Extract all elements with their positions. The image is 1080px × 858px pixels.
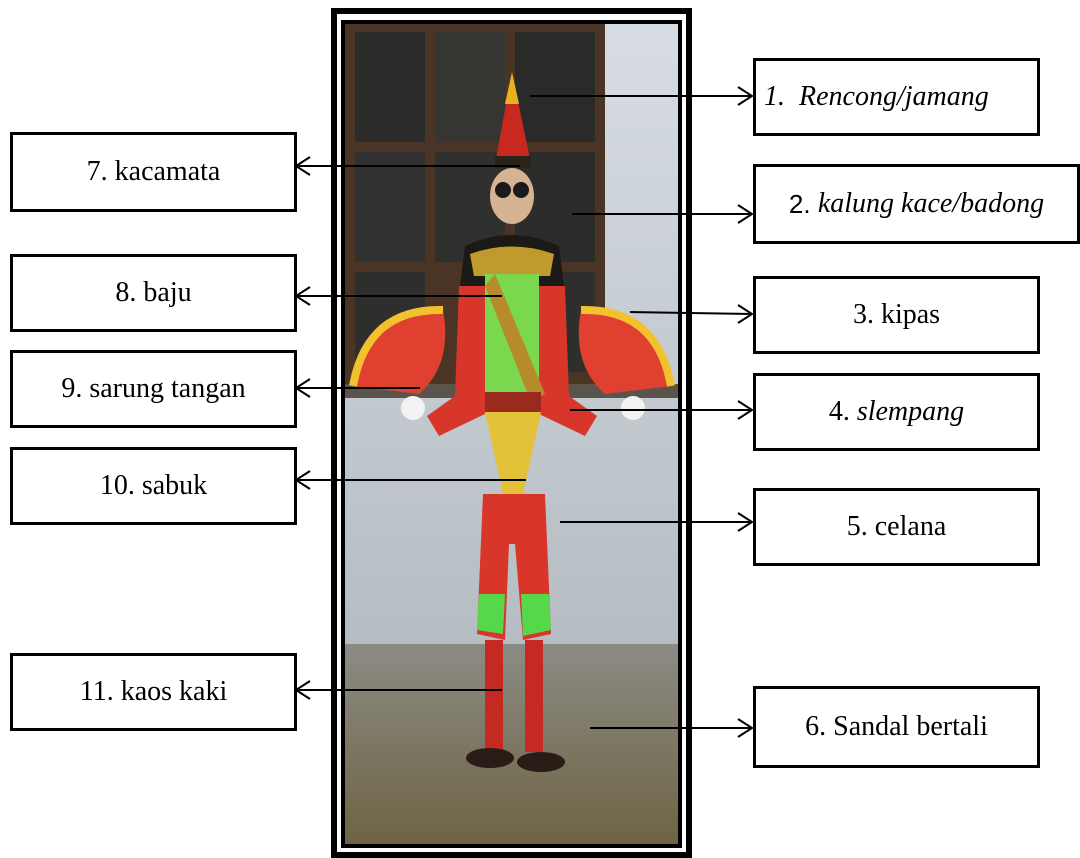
label-text: Rencong/jamang xyxy=(799,81,989,113)
label-sabuk: 10. sabuk xyxy=(10,447,297,525)
label-number: 2. xyxy=(789,189,811,220)
label-kacamata: 7. kacamata xyxy=(10,132,297,212)
label-baju: 8. baju xyxy=(10,254,297,332)
label-kipas: 3. kipas xyxy=(753,276,1040,354)
label-sandal-bertali: 6. Sandal bertali xyxy=(753,686,1040,768)
label-sarung-tangan: 9. sarung tangan xyxy=(10,350,297,428)
label-text: slempang xyxy=(857,396,964,428)
label-kalung-kace-badong: 2. kalung kace/badong xyxy=(753,164,1080,244)
label-rencong-jamang: 1. Rencong/jamang xyxy=(753,58,1040,136)
label-text: 7. kacamata xyxy=(87,156,221,188)
label-text: 11. kaos kaki xyxy=(80,676,228,708)
label-celana: 5. celana xyxy=(753,488,1040,566)
label-text: 9. sarung tangan xyxy=(61,373,245,405)
label-text: 10. sabuk xyxy=(100,470,207,502)
label-text: kalung kace/badong xyxy=(818,188,1044,220)
label-text: 8. baju xyxy=(115,277,191,309)
label-number: 1. xyxy=(764,81,785,113)
arrow-3 xyxy=(630,312,752,314)
label-number: 4. xyxy=(829,396,850,428)
label-text: 3. kipas xyxy=(853,299,940,331)
label-text: 6. Sandal bertali xyxy=(805,711,988,743)
label-text: 5. celana xyxy=(847,511,947,543)
label-kaos-kaki: 11. kaos kaki xyxy=(10,653,297,731)
label-slempang: 4. slempang xyxy=(753,373,1040,451)
